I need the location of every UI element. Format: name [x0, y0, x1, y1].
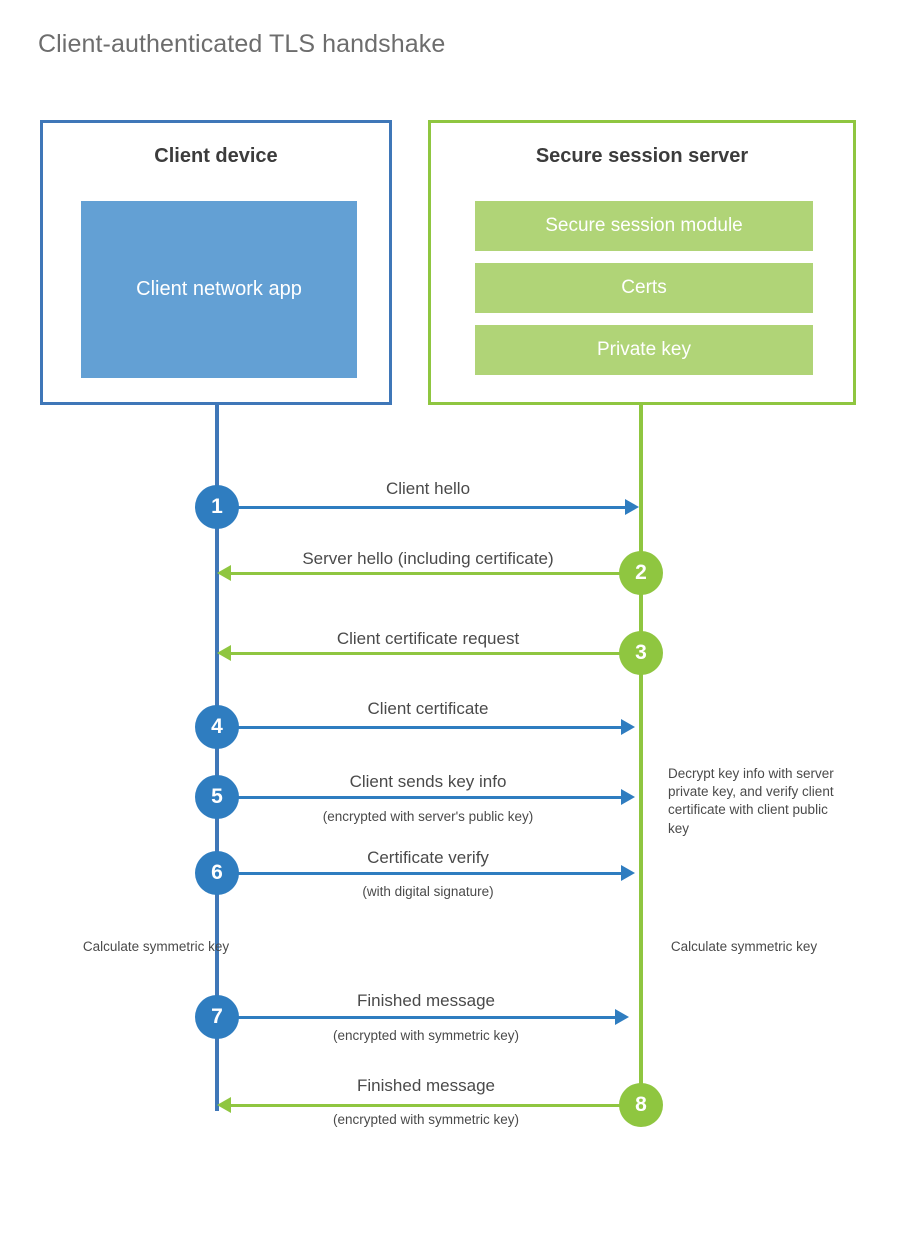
secure-session-server-box: Secure session server Secure session mod…	[428, 120, 856, 405]
step-5-arrow-head-icon	[621, 789, 635, 805]
client-device-title: Client device	[154, 145, 278, 167]
step-1-label: Client hello	[385, 479, 471, 498]
step-6-arrow-line	[217, 872, 621, 875]
step-2-arrow-head-icon	[217, 565, 231, 581]
step-6-marker: 6	[195, 851, 239, 895]
step-3-arrow-head-icon	[217, 645, 231, 661]
step-5-arrow-line	[217, 796, 621, 799]
client-calculate-symmetric-key-note: Calculate symmetric key	[82, 939, 230, 954]
step-4-marker: 4	[195, 705, 239, 749]
step-6-label: Certificate verify	[367, 848, 489, 867]
step-7-label: Finished message	[357, 991, 495, 1010]
step-4-arrow-line	[217, 726, 621, 729]
client-lifeline	[215, 405, 219, 1111]
step-5-sublabel: (encrypted with server's public key)	[322, 809, 534, 824]
step-2-marker: 2	[619, 551, 663, 595]
step-5-label: Client sends key info	[349, 772, 507, 791]
step-8-marker: 8	[619, 1083, 663, 1127]
server-component-private-key: Private key	[475, 325, 813, 375]
page-title: Client-authenticated TLS handshake	[38, 30, 446, 58]
server-lifeline	[639, 405, 643, 1105]
step-6-sublabel: (with digital signature)	[362, 884, 494, 899]
step-5-marker: 5	[195, 775, 239, 819]
secure-session-server-title: Secure session server	[535, 145, 749, 167]
step-3-label: Client certificate request	[336, 629, 520, 648]
server-decrypt-annotation: Decrypt key info with server private key…	[668, 766, 834, 836]
step-3-arrow-line	[231, 652, 625, 655]
server-component-secure-session-module: Secure session module	[475, 201, 813, 251]
step-2-arrow-line	[231, 572, 625, 575]
step-6-arrow-head-icon	[621, 865, 635, 881]
server-calculate-symmetric-key-note: Calculate symmetric key	[670, 939, 818, 954]
step-8-arrow-line	[231, 1104, 625, 1107]
client-device-box: Client device Client network app	[40, 120, 392, 405]
step-8-sublabel: (encrypted with symmetric key)	[332, 1112, 520, 1127]
step-4-arrow-head-icon	[621, 719, 635, 735]
step-1-arrow-line	[217, 506, 625, 509]
step-8-arrow-head-icon	[217, 1097, 231, 1113]
step-7-arrow-line	[217, 1016, 615, 1019]
server-component-certs: Certs	[475, 263, 813, 313]
step-7-sublabel: (encrypted with symmetric key)	[332, 1028, 520, 1043]
client-network-app-block: Client network app	[81, 201, 357, 378]
step-2-label: Server hello (including certificate)	[302, 549, 554, 568]
step-7-marker: 7	[195, 995, 239, 1039]
step-3-marker: 3	[619, 631, 663, 675]
server-component-stack: Secure session module Certs Private key	[475, 201, 813, 387]
step-7-arrow-head-icon	[615, 1009, 629, 1025]
step-1-arrow-head-icon	[625, 499, 639, 515]
step-4-label: Client certificate	[367, 699, 489, 718]
step-1-marker: 1	[195, 485, 239, 529]
step-8-label: Finished message	[357, 1076, 495, 1095]
